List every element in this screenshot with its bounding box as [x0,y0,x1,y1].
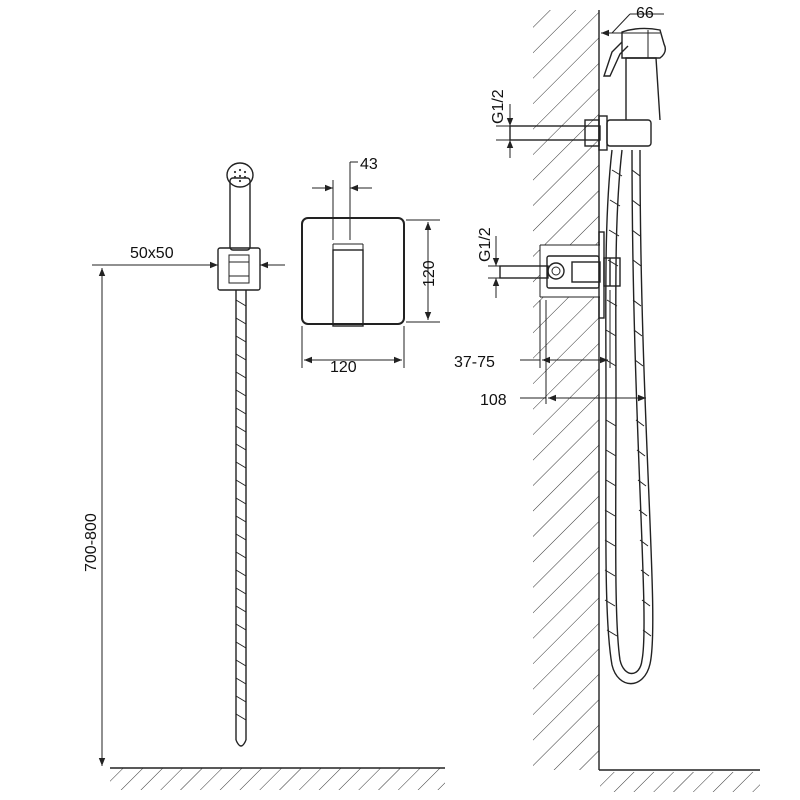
head-length-label: 66 [636,5,654,22]
dim-hose-length: 700-800 [83,264,122,766]
plate-height-label: 120 [421,260,438,287]
upper-outlet [509,115,652,151]
total-depth-label: 108 [480,392,507,409]
install-depth-label: 37-75 [454,354,495,371]
thread-top-label: G1/2 [490,89,507,124]
dim-lever-offset: 43 [312,156,378,240]
hose-front [235,290,247,747]
wall-plate-view: 43 120 120 [301,156,440,376]
dim-install-depth: 37-75 [454,290,611,371]
dim-thread-top: G1/2 [490,89,514,158]
hose-length-label: 700-800 [83,513,100,572]
thread-bottom-label: G1/2 [477,227,494,262]
plate-width-label: 120 [330,359,357,376]
hose-side [604,149,654,685]
hand-shower-side [603,27,667,121]
wall-holder-front [217,247,261,291]
dim-holder-size: 50x50 [122,245,285,269]
lever-offset-label: 43 [360,156,378,173]
dim-plate-width: 120 [301,326,405,376]
side-view: 66 G1/2 G1/2 [454,5,760,792]
mixer-body-side [499,231,621,319]
dim-plate-height: 120 [406,219,440,323]
dim-thread-bottom: G1/2 [477,227,500,298]
wall-section [533,10,760,792]
dim-total-depth: 108 [480,300,646,409]
front-view: 50x50 700-800 [83,162,445,790]
hand-shower-front [226,162,254,251]
dim-head-length: 66 [598,5,664,37]
holder-size-label: 50x50 [130,245,174,262]
floor-hatch [110,767,445,790]
